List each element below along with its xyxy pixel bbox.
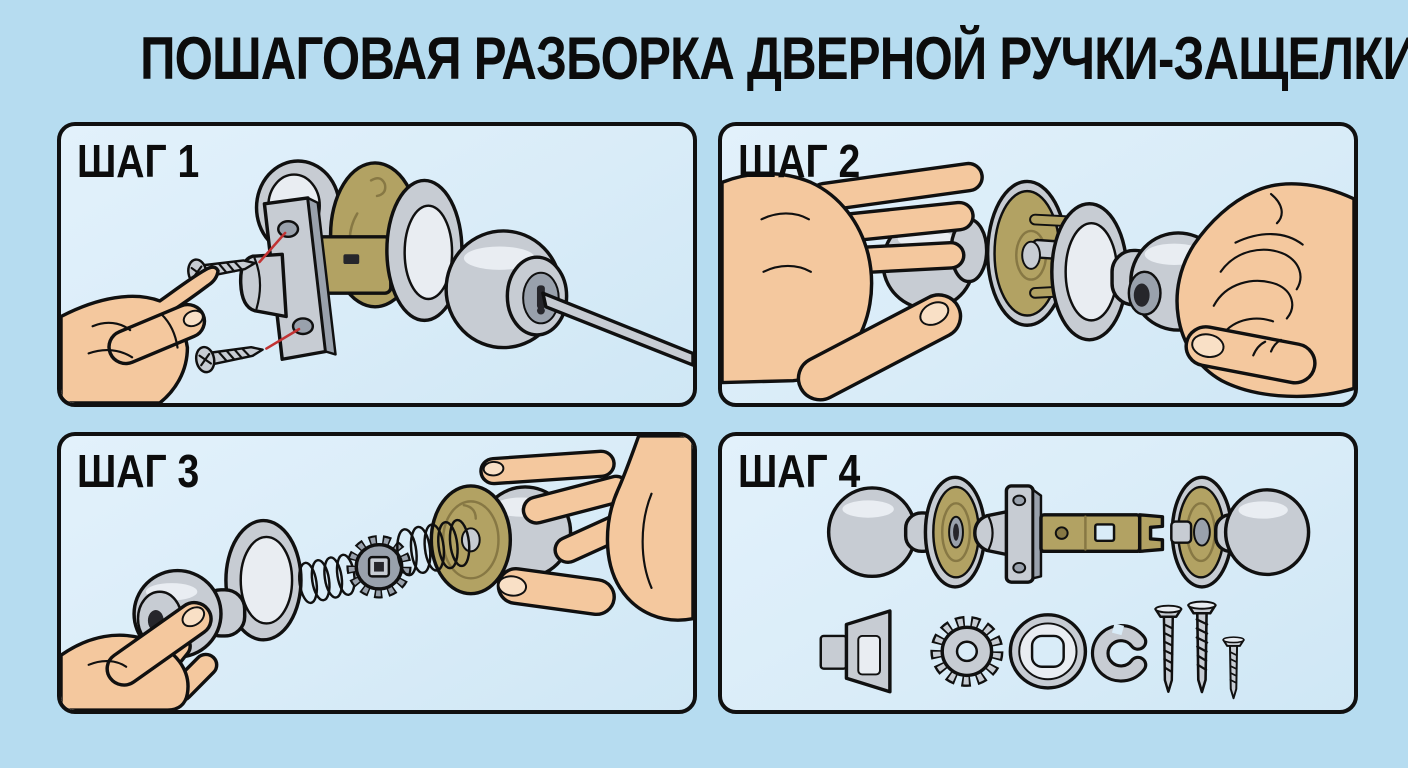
right-hand: [479, 436, 693, 622]
latch-bolt: [238, 252, 288, 319]
page-title: ПОШАГОВАЯ РАЗБОРКА ДВЕРНОЙ РУЧКИ-ЗАЩЕЛКИ: [140, 25, 1408, 92]
gear-washer: [930, 615, 1004, 687]
spring-large: [396, 518, 471, 577]
step-2-label: ШАГ 2: [738, 135, 861, 187]
step-2-illustration: [722, 161, 1354, 402]
hand-holding-screw: [61, 265, 220, 403]
left-hand: [61, 600, 219, 710]
mounting-screws: [1154, 600, 1245, 700]
panel-step-3: ШАГ 3: [57, 432, 697, 714]
screw-long-2: [1187, 600, 1217, 694]
step-1-label: ШАГ 1: [77, 135, 200, 187]
panel-step-2: ШАГ 2: [718, 122, 1358, 407]
fingernail: [482, 460, 505, 477]
door-knob-assembly: [254, 159, 693, 367]
thumbnail: [1191, 333, 1225, 358]
thumbnail: [497, 575, 528, 597]
thumbnail: [919, 301, 950, 326]
ring-plate: [1008, 613, 1088, 690]
screw-short: [1222, 636, 1245, 700]
screw-guide-lines: [258, 231, 301, 350]
step-4-illustration: [819, 475, 1311, 700]
c-clip: [1090, 623, 1148, 683]
right-hand: [1175, 182, 1354, 399]
step-1-illustration: [61, 159, 693, 403]
panel-step-1: ШАГ 1: [57, 122, 697, 407]
pin-tool: [541, 291, 693, 367]
panel-step-4: ШАГ 4: [718, 432, 1358, 714]
latch-bolt-assembly: [973, 484, 1165, 584]
spring-small: [298, 553, 356, 605]
title-bar: ПОШАГОВАЯ РАЗБОРКА ДВЕРНОЙ РУЧКИ-ЗАЩЕЛКИ: [0, 24, 1408, 93]
thumbnail: [181, 606, 206, 628]
step-4-label: ШАГ 4: [738, 445, 861, 497]
step-3-label: ШАГ 3: [77, 445, 200, 497]
screw-long-1: [1154, 604, 1183, 693]
thumbnail: [182, 309, 204, 328]
screw-2: [194, 345, 264, 374]
step-3-illustration: [61, 436, 693, 710]
inner-knob-with-rose: [1170, 475, 1311, 589]
left-hand: [722, 161, 984, 402]
outer-knob-with-rose: [826, 475, 987, 589]
latch-housing-part: [819, 609, 892, 694]
